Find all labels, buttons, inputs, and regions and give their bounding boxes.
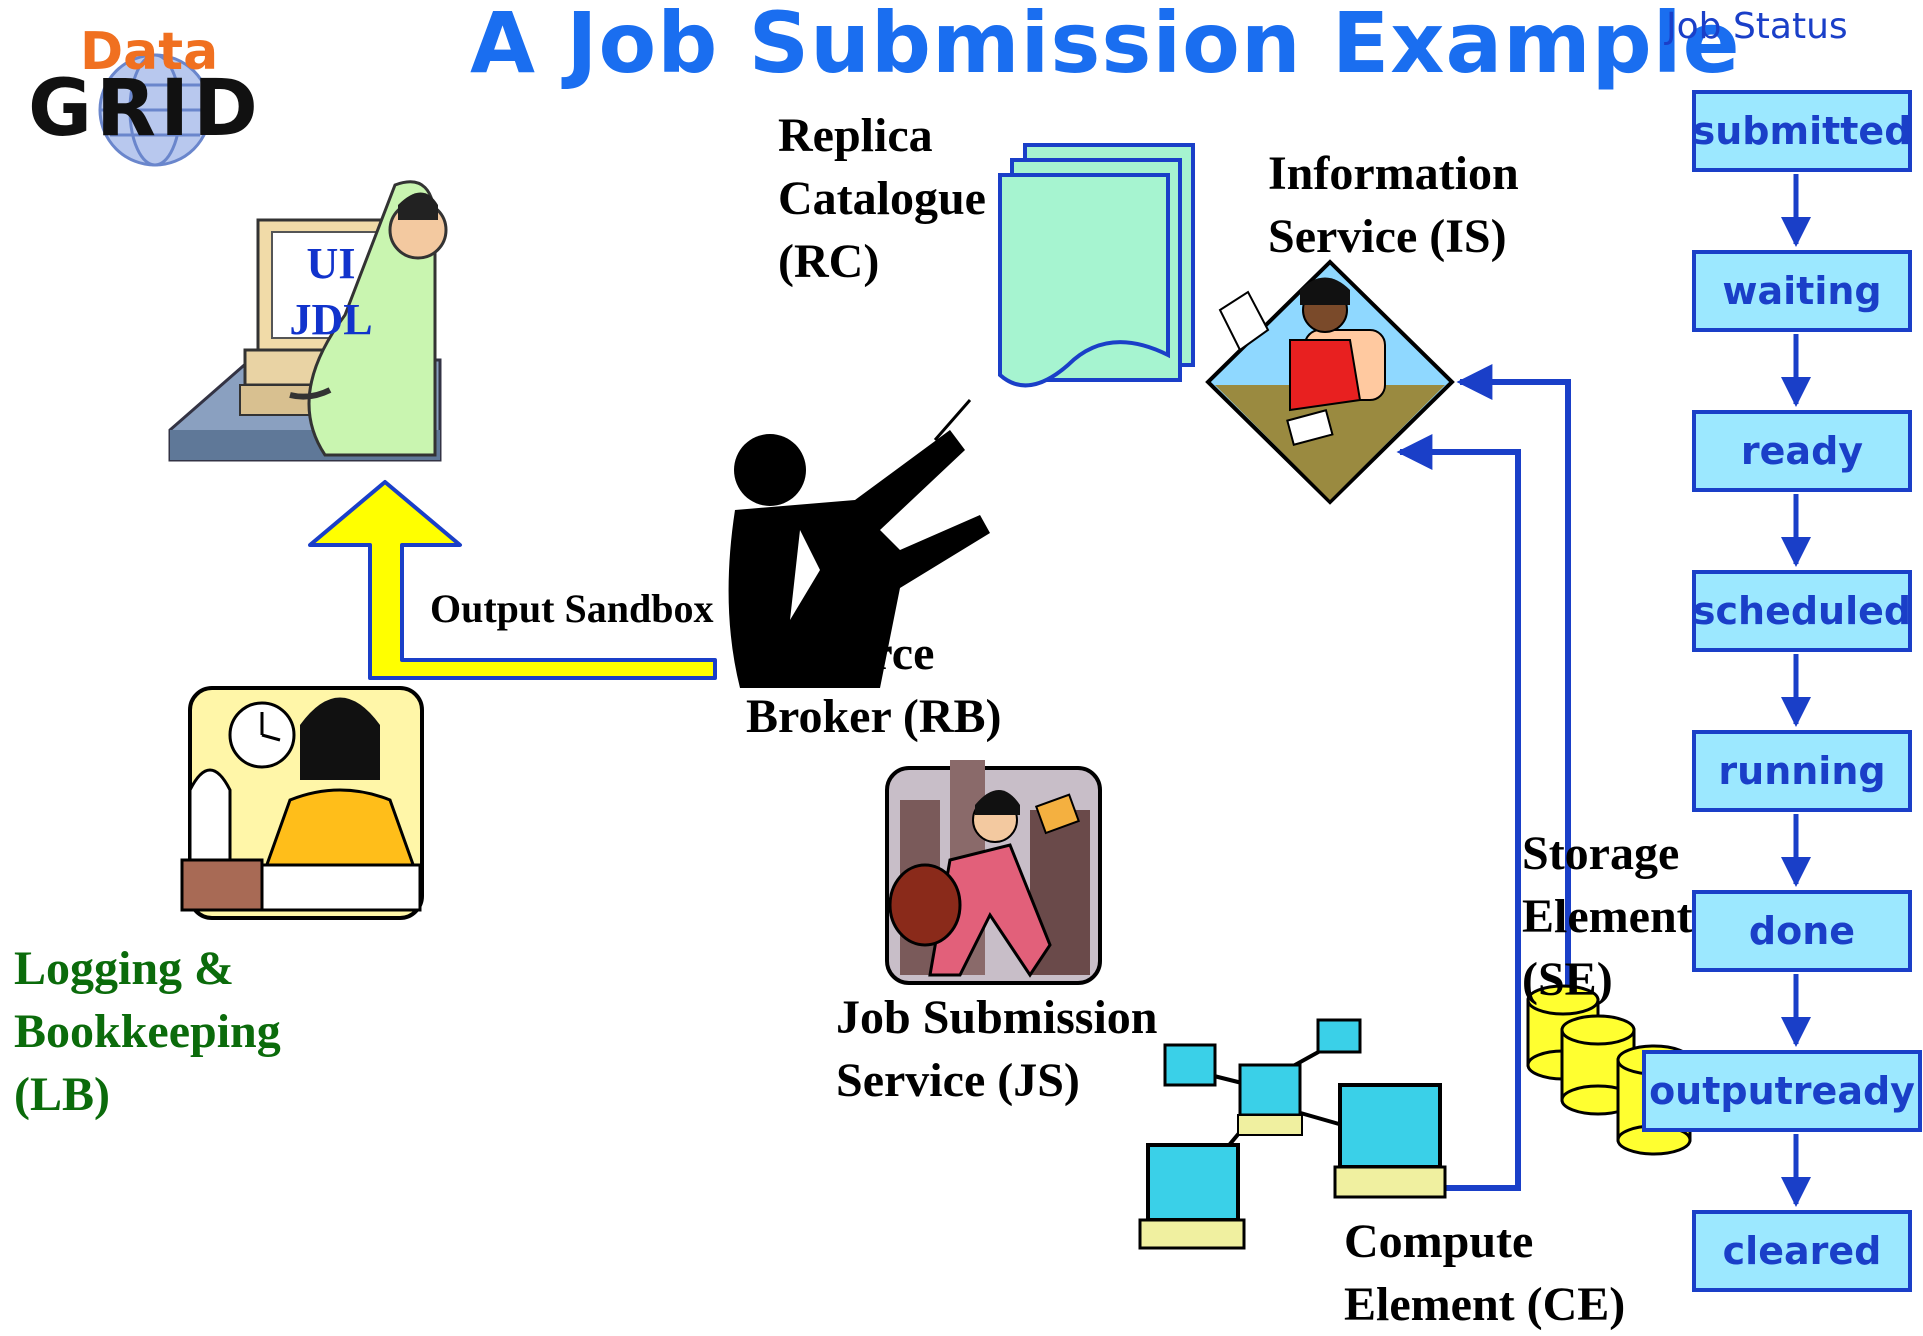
resource-broker-line1: Resource bbox=[746, 627, 935, 680]
compute-element-line1: Compute bbox=[1344, 1215, 1534, 1268]
information-service-label: Information Service (IS) bbox=[1268, 142, 1519, 268]
compute-element-line2: Element (CE) bbox=[1344, 1278, 1626, 1331]
resource-broker-line2: Broker (RB) bbox=[746, 690, 1002, 743]
datagrid-logo-text: Data GRID bbox=[28, 22, 288, 154]
user-at-computer-icon bbox=[168, 180, 448, 462]
storage-element-label: Storage Element (SE) bbox=[1522, 822, 1693, 1011]
clerk-icon bbox=[180, 686, 424, 920]
replica-catalogue-line3: (RC) bbox=[778, 235, 880, 288]
ui-screen-text: UI JDL bbox=[272, 236, 390, 348]
jdl-label: JDL bbox=[289, 295, 373, 344]
job-submission-line1: Job Submission bbox=[836, 991, 1158, 1044]
datagrid-logo bbox=[98, 53, 212, 167]
ui-label: UI bbox=[306, 239, 356, 288]
storage-element-line2: Element bbox=[1522, 890, 1693, 943]
conductor-icon bbox=[728, 399, 990, 688]
logging-line1: Logging & bbox=[14, 942, 235, 995]
replica-catalogue-label: Replica Catalogue (RC) bbox=[778, 104, 986, 293]
ce-to-is-arrow bbox=[1396, 434, 1521, 1191]
page-title: A Job Submission Example bbox=[470, 0, 1741, 92]
output-sandbox-label: Output Sandbox bbox=[430, 586, 714, 631]
status-cleared: cleared bbox=[1692, 1210, 1912, 1292]
logging-line2: Bookkeeping bbox=[14, 1005, 281, 1058]
documents-icon bbox=[998, 143, 1195, 388]
replica-catalogue-line2: Catalogue bbox=[778, 172, 986, 225]
compute-element-label: Compute Element (CE) bbox=[1344, 1210, 1625, 1336]
status-outputready: outputready bbox=[1642, 1050, 1922, 1132]
output-sandbox-arrow bbox=[308, 480, 717, 680]
status-scheduled: scheduled bbox=[1692, 570, 1912, 652]
logo-word-grid: GRID bbox=[28, 64, 262, 154]
status-ready: ready bbox=[1692, 410, 1912, 492]
job-submission-line2: Service (JS) bbox=[836, 1054, 1080, 1107]
computer-network-icon bbox=[1138, 1018, 1447, 1250]
database-cylinders-icon bbox=[1526, 984, 1692, 1156]
information-service-line2: Service (IS) bbox=[1268, 210, 1507, 263]
job-status-heading: Job Status bbox=[1666, 6, 1848, 47]
courier-icon bbox=[885, 760, 1102, 985]
storage-element-line3: (SE) bbox=[1522, 953, 1613, 1006]
job-submission-service-label: Job Submission Service (JS) bbox=[836, 986, 1158, 1112]
information-service-line1: Information bbox=[1268, 147, 1519, 200]
receptionist-icon bbox=[1205, 259, 1455, 505]
replica-catalogue-line1: Replica bbox=[778, 109, 933, 162]
status-running: running bbox=[1692, 730, 1912, 812]
status-done: done bbox=[1692, 890, 1912, 972]
logging-bookkeeping-label: Logging & Bookkeeping (LB) bbox=[14, 937, 281, 1126]
resource-broker-label: Resource Broker (RB) bbox=[746, 622, 1002, 748]
logo-word-data: Data bbox=[80, 22, 219, 82]
logging-line3: (LB) bbox=[14, 1068, 110, 1121]
storage-element-line1: Storage bbox=[1522, 827, 1680, 880]
status-submitted: submitted bbox=[1692, 90, 1912, 172]
status-waiting: waiting bbox=[1692, 250, 1912, 332]
